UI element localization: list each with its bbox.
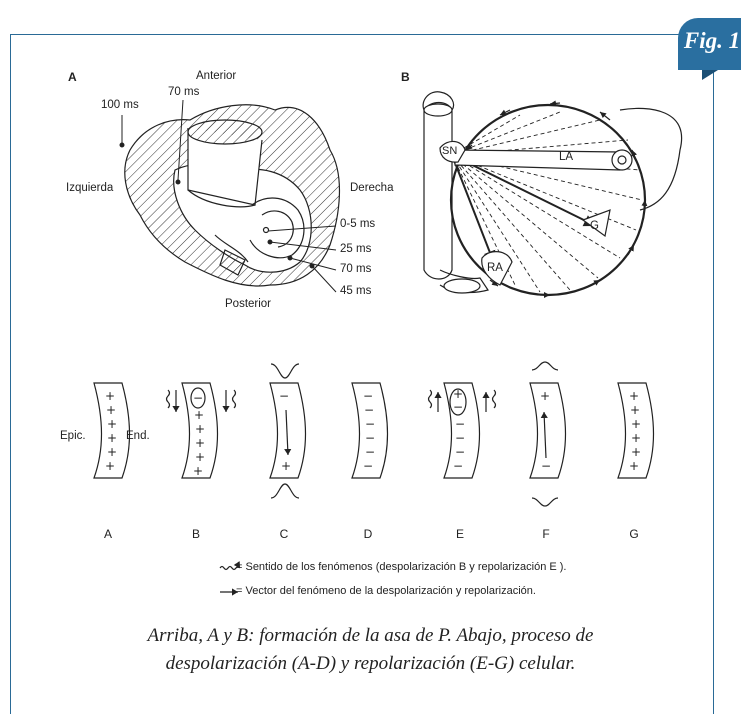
- strip-letter-f: F: [536, 527, 556, 541]
- svg-text:−: −: [453, 400, 463, 414]
- svg-text:+: +: [107, 417, 117, 431]
- svg-text:−: −: [453, 459, 463, 473]
- svg-text:−: −: [455, 417, 465, 431]
- svg-text:−: −: [455, 431, 465, 445]
- svg-text:+: +: [629, 459, 639, 473]
- svg-text:−: −: [364, 403, 374, 417]
- svg-text:+: +: [630, 403, 640, 417]
- strip-letter-b: B: [186, 527, 206, 541]
- svg-text:+: +: [105, 389, 115, 403]
- svg-text:−: −: [193, 391, 203, 405]
- svg-text:−: −: [363, 459, 373, 473]
- legend-straight-text: = Vector del fenómeno de la despolarizac…: [236, 585, 536, 597]
- svg-text:+: +: [107, 445, 117, 459]
- svg-text:+: +: [107, 431, 117, 445]
- legend-wavy-text: = Sentido de los fenómenos (despolarizac…: [236, 561, 567, 573]
- caption-line-2: despolarización (A-D) y repolarización (…: [0, 650, 741, 678]
- strip-letter-c: C: [274, 527, 294, 541]
- figure-caption: Arriba, A y B: formación de la asa de P.…: [0, 622, 741, 678]
- svg-text:+: +: [631, 445, 641, 459]
- label-epic: Epic.: [60, 430, 86, 442]
- svg-text:−: −: [365, 431, 375, 445]
- svg-text:+: +: [193, 464, 203, 478]
- strip-letter-e: E: [450, 527, 470, 541]
- svg-text:+: +: [195, 422, 205, 436]
- svg-text:−: −: [455, 445, 465, 459]
- svg-text:+: +: [453, 387, 463, 401]
- svg-text:−: −: [363, 389, 373, 403]
- svg-text:+: +: [195, 436, 205, 450]
- svg-text:+: +: [105, 459, 115, 473]
- svg-text:−: −: [365, 445, 375, 459]
- svg-text:+: +: [106, 403, 116, 417]
- svg-text:−: −: [365, 417, 375, 431]
- strip-letter-d: D: [358, 527, 378, 541]
- label-end: End.: [126, 430, 150, 442]
- strip-letter-a: A: [98, 527, 118, 541]
- svg-text:+: +: [629, 389, 639, 403]
- caption-line-1: Arriba, A y B: formación de la asa de P.…: [0, 622, 741, 650]
- svg-text:+: +: [195, 450, 205, 464]
- strip-letter-g: G: [624, 527, 644, 541]
- svg-text:+: +: [631, 417, 641, 431]
- svg-text:−: −: [541, 459, 551, 473]
- svg-text:+: +: [194, 408, 204, 422]
- svg-text:+: +: [540, 389, 550, 403]
- svg-text:+: +: [631, 431, 641, 445]
- svg-text:+: +: [281, 459, 291, 473]
- svg-text:−: −: [279, 389, 289, 403]
